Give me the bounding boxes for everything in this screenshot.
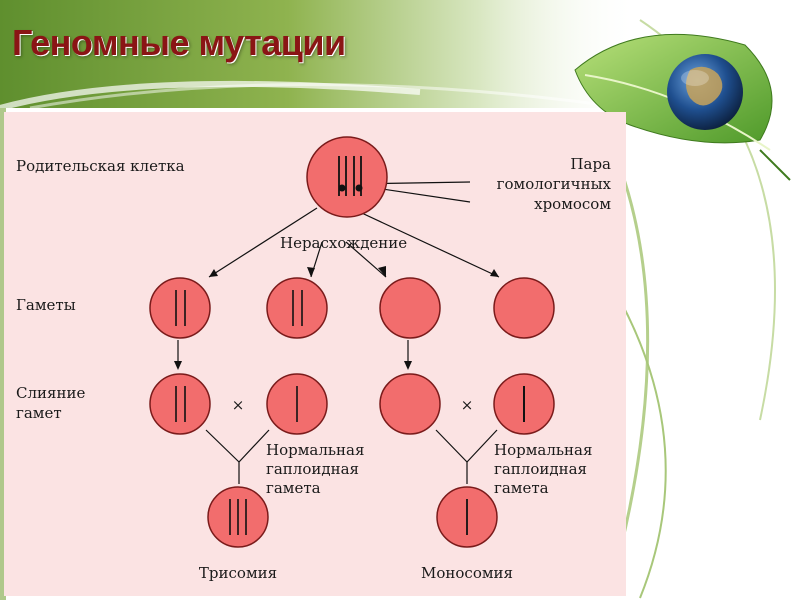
gamete-cell — [266, 277, 328, 339]
normal-gamete-right-line3: гамета — [494, 479, 549, 497]
normal-gamete-left-line3: гамета — [266, 479, 321, 497]
normal-gamete-left-line2: гаплоидная — [266, 460, 359, 478]
gametes-label: Гаметы — [16, 296, 76, 314]
nondisjunction-label: Нерасхождение — [280, 234, 407, 252]
homologous-pair-label-line1: Пара — [570, 155, 611, 173]
cross-symbol-left: × — [232, 396, 245, 414]
normal-gamete-left-line1: Нормальная — [266, 441, 364, 459]
trisomy-label: Трисомия — [199, 564, 277, 582]
parent-cell — [306, 136, 388, 218]
fusion-label-line2: гамет — [16, 404, 62, 422]
normal-gamete-right-line1: Нормальная — [494, 441, 592, 459]
mutation-diagram: Родительская клетка Пара гомологичных хр… — [4, 112, 626, 596]
fusion-gamete-cell-empty — [379, 373, 441, 435]
homologous-pair-label-line2: гомологичных — [497, 175, 612, 193]
homologous-pair-label-line3: хромосом — [534, 195, 611, 213]
centromere-marker — [355, 184, 363, 192]
slide-title: Геномные мутации — [12, 22, 346, 63]
centromere-marker — [338, 184, 346, 192]
arrowheads — [174, 266, 499, 370]
fusion-label-line1: Слияние — [16, 384, 85, 402]
normal-gamete-right-line2: гаплоидная — [494, 460, 587, 478]
parent-cell-label: Родительская клетка — [16, 157, 185, 175]
gamete-cell-empty — [493, 277, 555, 339]
monosomy-label: Моносомия — [421, 564, 513, 582]
gamete-cell — [149, 277, 211, 339]
cross-symbol-right: × — [461, 396, 474, 414]
fusion-gamete-cell — [149, 373, 211, 435]
gamete-cell-empty — [379, 277, 441, 339]
